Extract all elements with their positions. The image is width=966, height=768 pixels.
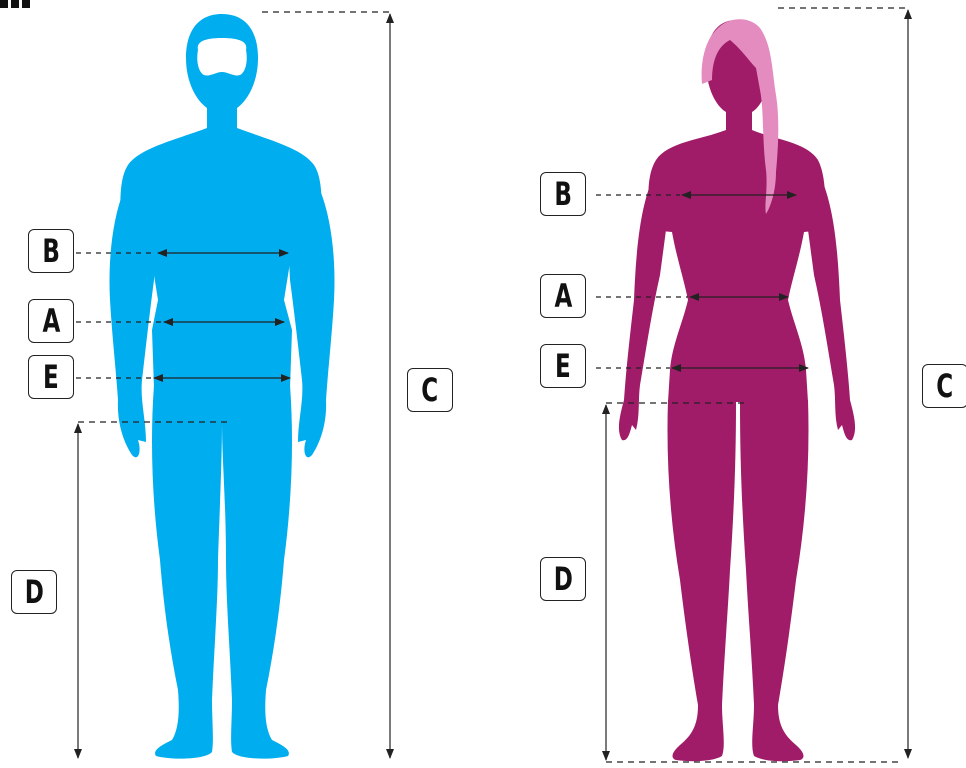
male-label-a: A <box>28 299 74 343</box>
female-label-e: E <box>540 344 586 388</box>
female-left-leg <box>668 400 737 761</box>
female-label-d: D <box>540 557 586 601</box>
male-figure <box>110 14 335 759</box>
female-right-leg <box>740 400 809 761</box>
male-label-e: E <box>28 355 74 399</box>
male-right-leg <box>222 385 292 759</box>
female-figure <box>619 20 855 761</box>
male-label-c: C <box>407 368 453 412</box>
female-right-arm <box>808 180 855 440</box>
female-label-a: A <box>540 274 586 318</box>
male-left-leg <box>152 385 222 759</box>
male-right-arm <box>288 190 334 457</box>
female-label-c: C <box>922 364 966 408</box>
male-left-arm <box>110 190 156 457</box>
male-label-d: D <box>11 570 57 614</box>
male-label-b: B <box>28 229 74 273</box>
mask-icon <box>197 38 247 75</box>
female-torso <box>648 130 825 402</box>
female-left-arm <box>619 180 666 440</box>
female-label-b: B <box>540 172 586 216</box>
